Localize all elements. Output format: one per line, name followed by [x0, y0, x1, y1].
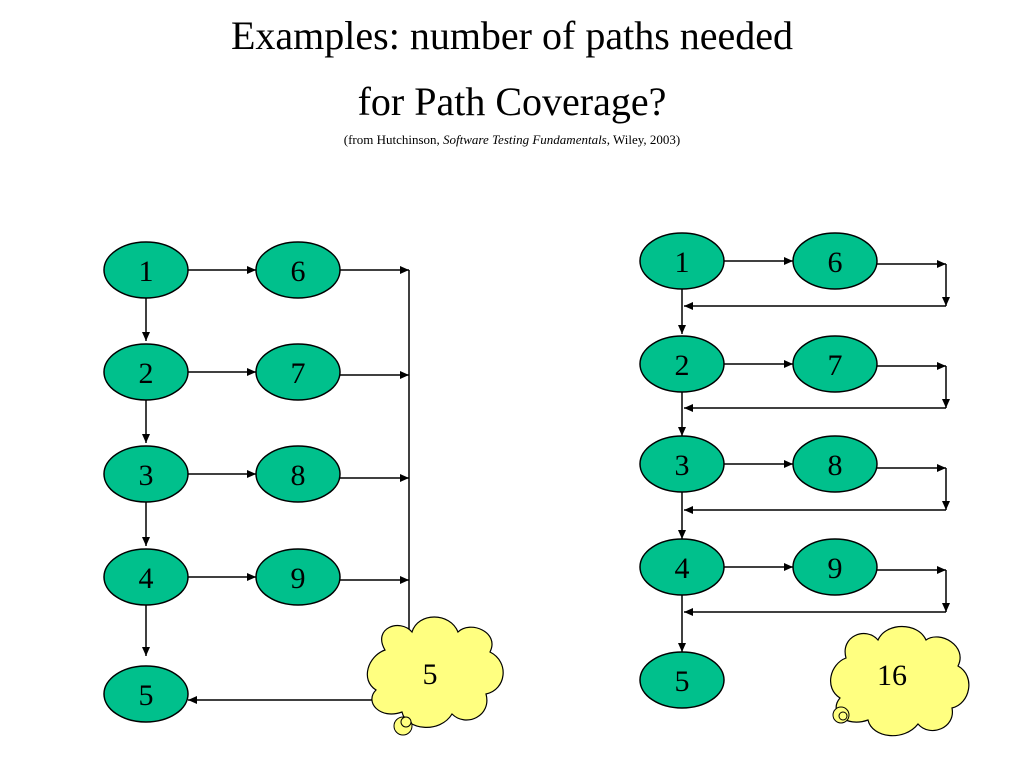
- left-node-5: [103, 665, 189, 723]
- left-node-8-label: 8: [291, 459, 306, 492]
- right-node-9-label: 9: [828, 552, 843, 585]
- right-node-6: [792, 232, 878, 290]
- right-node-5: [639, 651, 725, 709]
- left-node-5-label: 5: [139, 679, 154, 712]
- right-node-2-label: 2: [675, 349, 690, 382]
- right-node-4-label: 4: [675, 552, 690, 585]
- left-node-1-label: 1: [139, 255, 154, 288]
- right-cloud-bubble-small: [838, 711, 848, 721]
- right-answer-label: 16: [877, 659, 907, 692]
- left-node-7-label: 7: [291, 357, 306, 390]
- left-node-9: [255, 548, 341, 606]
- left-edges: [142, 266, 410, 704]
- left-node-6: [255, 241, 341, 299]
- left-node-7: [255, 343, 341, 401]
- left-node-2-label: 2: [139, 357, 154, 390]
- right-edges: [678, 257, 950, 652]
- right-node-1-label: 1: [675, 246, 690, 279]
- right-node-8: [792, 435, 878, 493]
- left-node-2: [103, 343, 189, 401]
- source-citation: (from Hutchinson, Software Testing Funda…: [0, 132, 1024, 148]
- left-answer-cloud: 5: [366, 616, 504, 736]
- left-cloud-shape: [366, 616, 504, 728]
- right-node-3: [639, 435, 725, 493]
- left-node-1: [103, 241, 189, 299]
- citation-suffix: , Wiley, 2003): [606, 132, 681, 147]
- slide-title-line-2: for Path Coverage?: [357, 79, 667, 124]
- left-node-9-label: 9: [291, 562, 306, 595]
- left-graph: 1 6 2 7 3 8 4 9 5 5: [103, 241, 504, 736]
- left-node-3: [103, 445, 189, 503]
- left-node-8: [255, 445, 341, 503]
- right-node-7-label: 7: [828, 349, 843, 382]
- right-node-7: [792, 335, 878, 393]
- right-node-2: [639, 335, 725, 393]
- right-node-9: [792, 538, 878, 596]
- citation-prefix: (from Hutchinson,: [343, 132, 444, 147]
- left-node-3-label: 3: [139, 459, 154, 492]
- left-node-4: [103, 548, 189, 606]
- right-node-1: [639, 232, 725, 290]
- right-node-6-label: 6: [828, 246, 843, 279]
- right-answer-cloud: 16: [830, 626, 970, 737]
- slide-title-line-1: Examples: number of paths needed: [230, 13, 794, 58]
- left-answer-label: 5: [423, 658, 438, 691]
- right-node-5-label: 5: [675, 665, 690, 698]
- left-node-4-label: 4: [139, 562, 154, 595]
- citation-book-title: Software Testing Fundamentals: [443, 132, 607, 147]
- left-cloud-bubble-small: [400, 716, 412, 728]
- right-node-3-label: 3: [675, 449, 690, 482]
- right-node-4: [639, 538, 725, 596]
- right-graph: 1 6 2 7 3 8 4 9 5 16: [639, 232, 970, 737]
- right-node-8-label: 8: [828, 449, 843, 482]
- left-node-6-label: 6: [291, 255, 306, 288]
